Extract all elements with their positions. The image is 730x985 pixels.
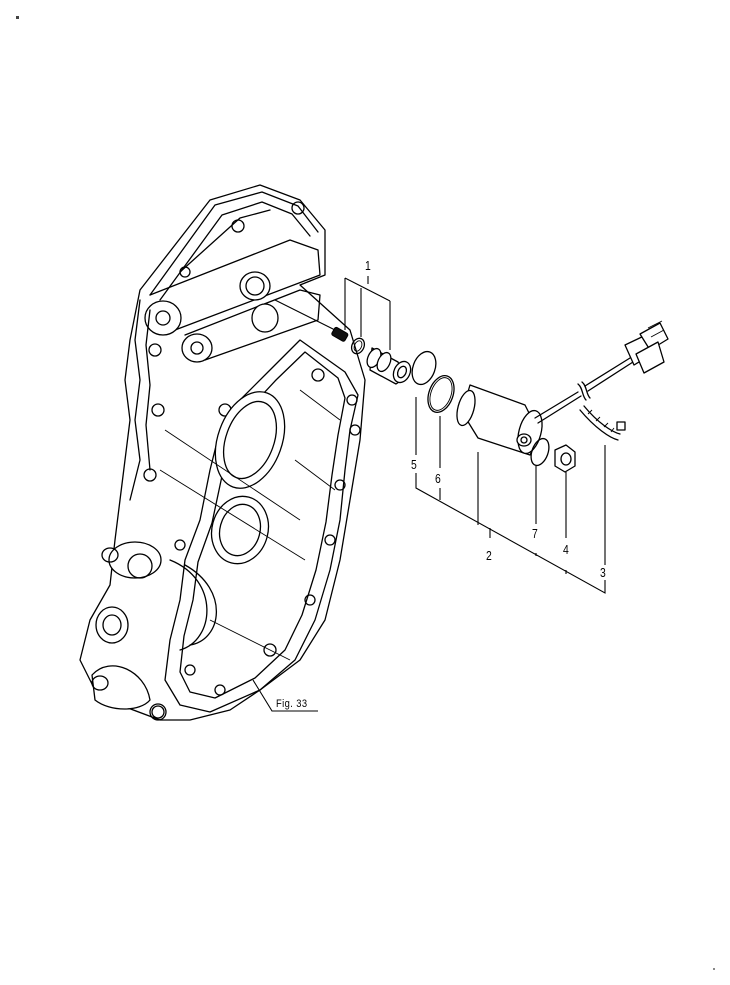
- cable-band: [579, 405, 626, 565]
- callout-6: 6: [435, 471, 441, 486]
- callout-4: 4: [563, 542, 569, 557]
- callout-7: 7: [532, 526, 538, 541]
- solenoid-sensor: [456, 320, 669, 525]
- o-ring-sensor: [530, 437, 550, 524]
- fig-ref-leader: [252, 679, 318, 712]
- callout-1: 1: [365, 258, 371, 273]
- callout-2: 2: [486, 548, 492, 563]
- callout-baseline: [415, 473, 606, 594]
- nut: [554, 444, 576, 538]
- corner-mark-top: [16, 16, 19, 19]
- callout-3: 3: [600, 565, 606, 580]
- callout-5: 5: [411, 457, 417, 472]
- housing-cover: [79, 184, 366, 721]
- valve-assembly: [274, 276, 412, 385]
- corner-mark-bottom: [713, 968, 715, 970]
- o-rings: [411, 350, 455, 468]
- figure-reference: Fig. 33: [276, 698, 308, 710]
